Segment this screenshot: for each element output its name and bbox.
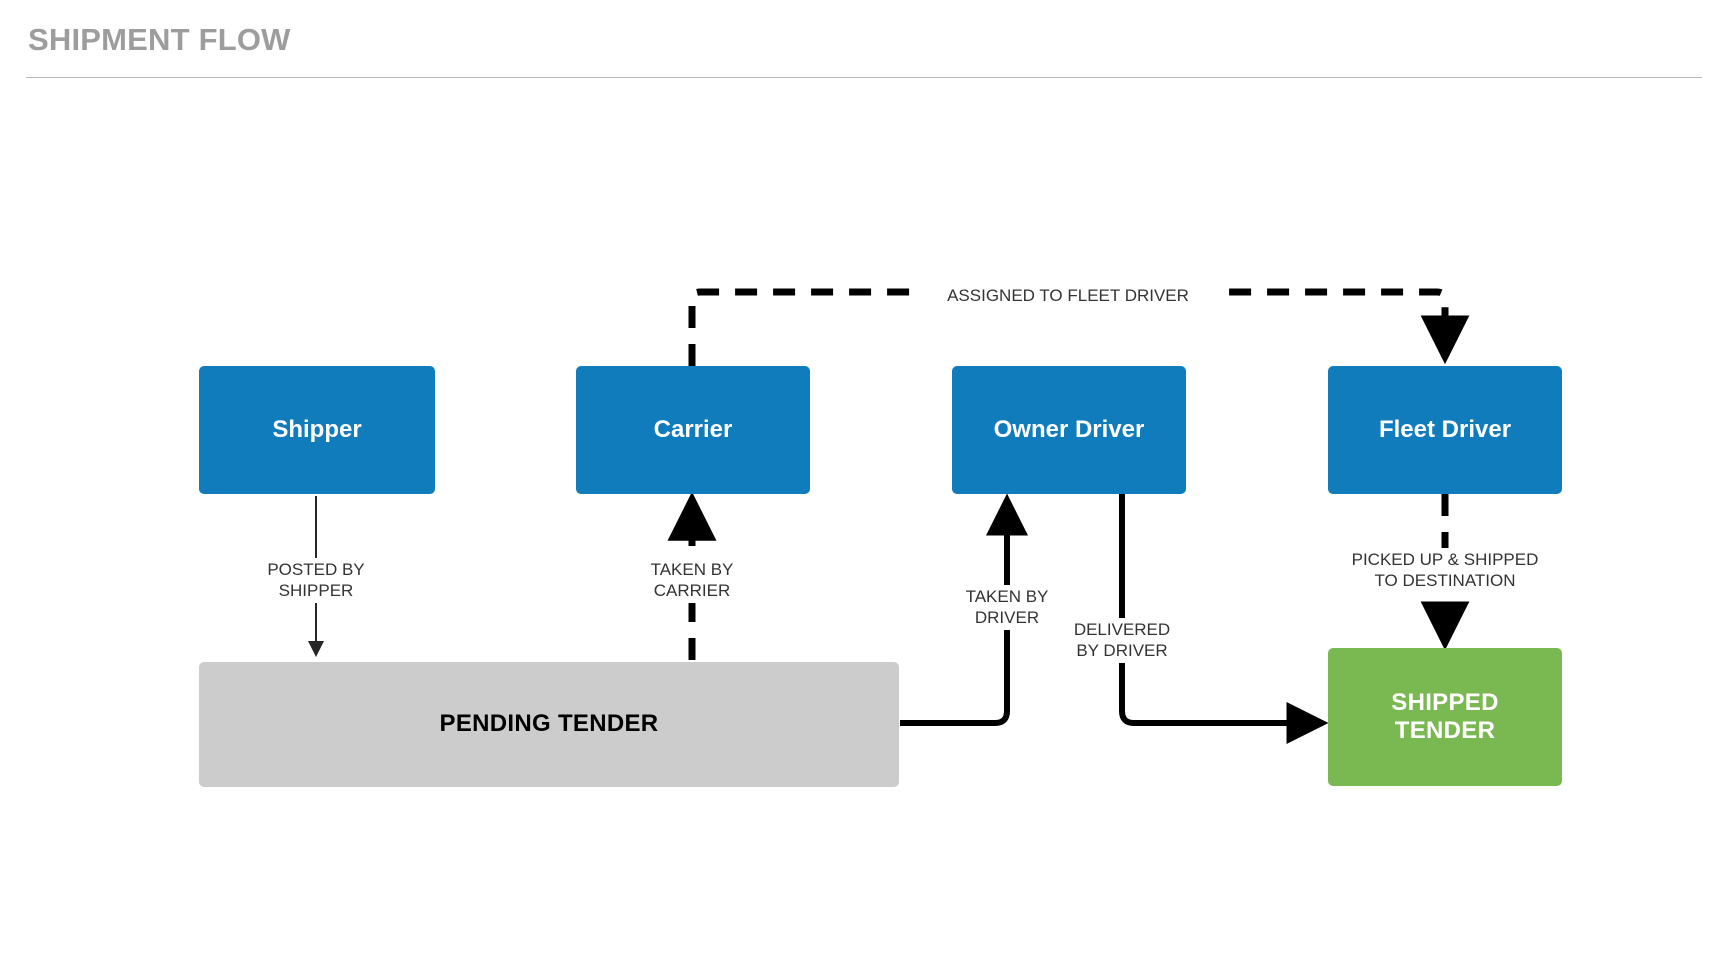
node-shipped-tender[interactable]: SHIPPED TENDER [1328,648,1562,786]
edge-label-assigned-to-fleet-driver: ASSIGNED TO FLEET DRIVER [918,284,1218,308]
node-shipper-label: Shipper [272,415,362,443]
node-shipped-tender-label: SHIPPED TENDER [1391,688,1499,744]
edge-taken-by-driver [900,493,1028,726]
node-fleet-driver[interactable]: Fleet Driver [1328,366,1562,494]
edge-delivered-by-driver [1119,494,1329,744]
edge-label-picked-up-shipped: PICKED UP & SHIPPED TO DESTINATION [1330,548,1560,593]
node-owner-driver[interactable]: Owner Driver [952,366,1186,494]
node-owner-driver-label: Owner Driver [993,415,1145,443]
title-divider [26,77,1702,78]
node-carrier-label: Carrier [653,415,733,443]
edge-label-posted-by-shipper: POSTED BY SHIPPER [236,558,396,603]
page-title: SHIPMENT FLOW [28,22,291,57]
node-fleet-driver-label: Fleet Driver [1378,415,1512,443]
edge-label-delivered-by-driver: DELIVERED BY DRIVER [1042,618,1202,663]
node-pending-tender-label: PENDING TENDER [439,710,659,738]
node-carrier[interactable]: Carrier [576,366,810,494]
node-shipper[interactable]: Shipper [199,366,435,494]
node-pending-tender[interactable]: PENDING TENDER [199,662,899,787]
edge-label-taken-by-carrier: TAKEN BY CARRIER [612,558,772,603]
